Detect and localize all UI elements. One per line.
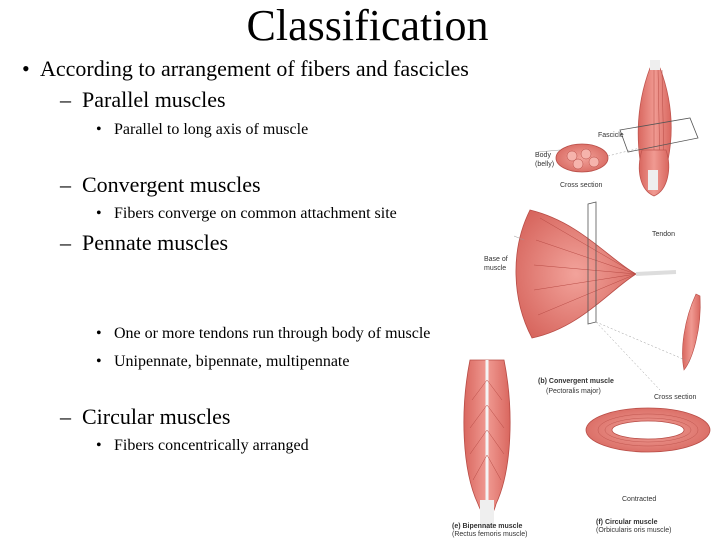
label-contracted: Contracted <box>622 496 657 503</box>
muscle-figure <box>463 60 711 530</box>
point-text: Unipennate, bipennate, multipennate <box>114 353 350 370</box>
heading-text: Parallel muscles <box>82 87 226 112</box>
label-circular: (f) Circular muscle <box>596 519 658 526</box>
label-fascicle: Fascicle <box>598 132 624 139</box>
slide-title: Classification <box>246 1 489 50</box>
circular-muscle-illustration <box>585 407 711 453</box>
main-bullet-text: According to arrangement of fibers and f… <box>40 56 469 81</box>
label-convergent-sub: (Pectoralis major) <box>546 388 601 395</box>
dash-marker: – <box>60 172 71 197</box>
point-text: Fibers converge on common attachment sit… <box>114 205 397 222</box>
bullet-dot: • <box>96 121 102 138</box>
point-text: Fibers concentrically arranged <box>114 437 309 454</box>
bullet-dot: • <box>96 205 102 222</box>
dash-marker: – <box>60 87 71 112</box>
label-base-muscle: muscle <box>484 265 507 272</box>
parallel-muscle-illustration <box>537 60 699 197</box>
heading-text: Circular muscles <box>82 404 231 429</box>
bullet-dot: • <box>96 437 102 454</box>
bipennate-muscle-illustration <box>463 359 511 530</box>
label-cross-section-top: Cross section <box>560 182 603 189</box>
label-cross-section-mid: Cross section <box>654 394 697 401</box>
label-base: Base of <box>484 256 508 263</box>
section-heading-pennate: –Pennate muscles <box>60 230 228 256</box>
point-parallel-1: • Parallel to long axis of muscle <box>96 120 308 140</box>
label-bipennate-sub: (Rectus femoris muscle) <box>452 531 528 538</box>
dash-marker: – <box>60 404 71 429</box>
section-heading-parallel: –Parallel muscles <box>60 87 226 113</box>
label-tendon: Tendon <box>652 231 675 238</box>
label-bipennate: (e) Bipennate muscle <box>452 523 523 530</box>
bullet-dot: • <box>96 325 102 342</box>
point-pennate-2: • Unipennate, bipennate, multipennate <box>96 352 349 372</box>
label-convergent: (b) Convergent muscle <box>538 378 614 385</box>
point-text: One or more tendons run through body of … <box>114 325 431 342</box>
label-belly: (belly) <box>535 161 555 168</box>
section-heading-convergent: –Convergent muscles <box>60 172 261 198</box>
section-heading-circular: –Circular muscles <box>60 404 230 430</box>
label-circular-sub: (Orbicularis oris muscle) <box>596 527 672 534</box>
bullet-dot: • <box>22 56 30 81</box>
convergent-muscle-illustration <box>513 201 701 391</box>
point-circular-1: • Fibers concentrically arranged <box>96 436 309 456</box>
label-body: Body <box>535 152 551 159</box>
dash-marker: – <box>60 230 71 255</box>
heading-text: Convergent muscles <box>82 172 261 197</box>
point-text: Parallel to long axis of muscle <box>114 121 309 138</box>
point-convergent-1: • Fibers converge on common attachment si… <box>96 204 397 224</box>
heading-text: Pennate muscles <box>82 230 229 255</box>
point-pennate-1: • One or more tendons run through body of… <box>96 324 430 344</box>
main-bullet: • According to arrangement of fibers and … <box>22 56 469 82</box>
bullet-dot: • <box>96 353 102 370</box>
